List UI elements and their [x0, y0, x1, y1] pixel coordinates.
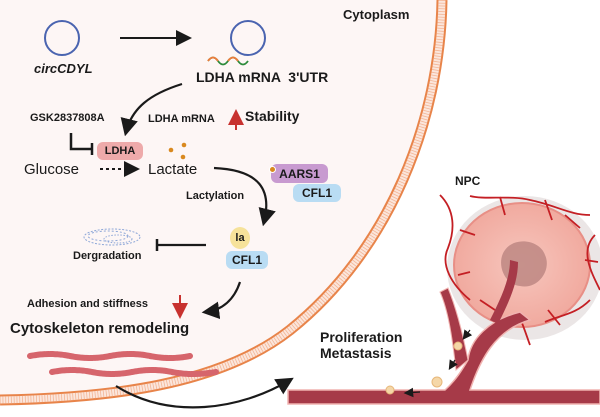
- lactate-dot-icon: [269, 166, 276, 173]
- degradation-label: Dergradation: [73, 250, 142, 262]
- arrow-mrna-to-ldha: [120, 82, 183, 137]
- circrna-circle-icon: [44, 20, 80, 56]
- inhibitor-line: [69, 133, 91, 151]
- cfl1-complex-pill: CFL1: [293, 184, 341, 202]
- cell-membrane: [0, 0, 448, 406]
- actin-filaments-icon: [27, 351, 219, 377]
- mrna-label: LDHA mRNA 3'UTR: [196, 69, 329, 85]
- glucose-label: Glucose: [24, 161, 80, 178]
- cfl1-lactylated-pill: CFL1: [226, 251, 268, 269]
- stability-prefix: LDHA mRNA: [148, 113, 215, 125]
- cytoplasm-label: Cytoplasm: [343, 7, 410, 22]
- cytoskeleton-label: Cytoskeleton remodeling: [10, 320, 190, 337]
- la-mark-pill: la: [230, 227, 250, 249]
- outcome-line1: Proliferation: [320, 329, 403, 345]
- degraded-protein-icon: [83, 228, 141, 246]
- cytoplasm-region: [0, 0, 442, 400]
- lactate-label: Lactate: [148, 161, 198, 178]
- stability-label: Stability: [245, 108, 300, 124]
- circrna-label: circCDYL: [34, 61, 93, 76]
- blood-vessel: [287, 260, 600, 405]
- lactylation-label: Lactylation: [186, 190, 245, 202]
- outcome-line2: Metastasis: [320, 345, 392, 361]
- ldha-enzyme-pill: LDHA: [97, 142, 143, 160]
- inhibitor-label: GSK2837808A: [30, 112, 105, 124]
- arrow-lactylation: [213, 166, 276, 227]
- npc-tumor-icon: [439, 194, 600, 346]
- arrow-to-cytoskeleton: [201, 281, 242, 320]
- aars1-pill: AARS1: [271, 164, 328, 183]
- adhesion-label: Adhesion and stiffness: [27, 298, 149, 310]
- bound-circrna-icon: [230, 20, 266, 56]
- npc-label: NPC: [455, 174, 481, 188]
- arrow-to-outcome: [115, 377, 294, 409]
